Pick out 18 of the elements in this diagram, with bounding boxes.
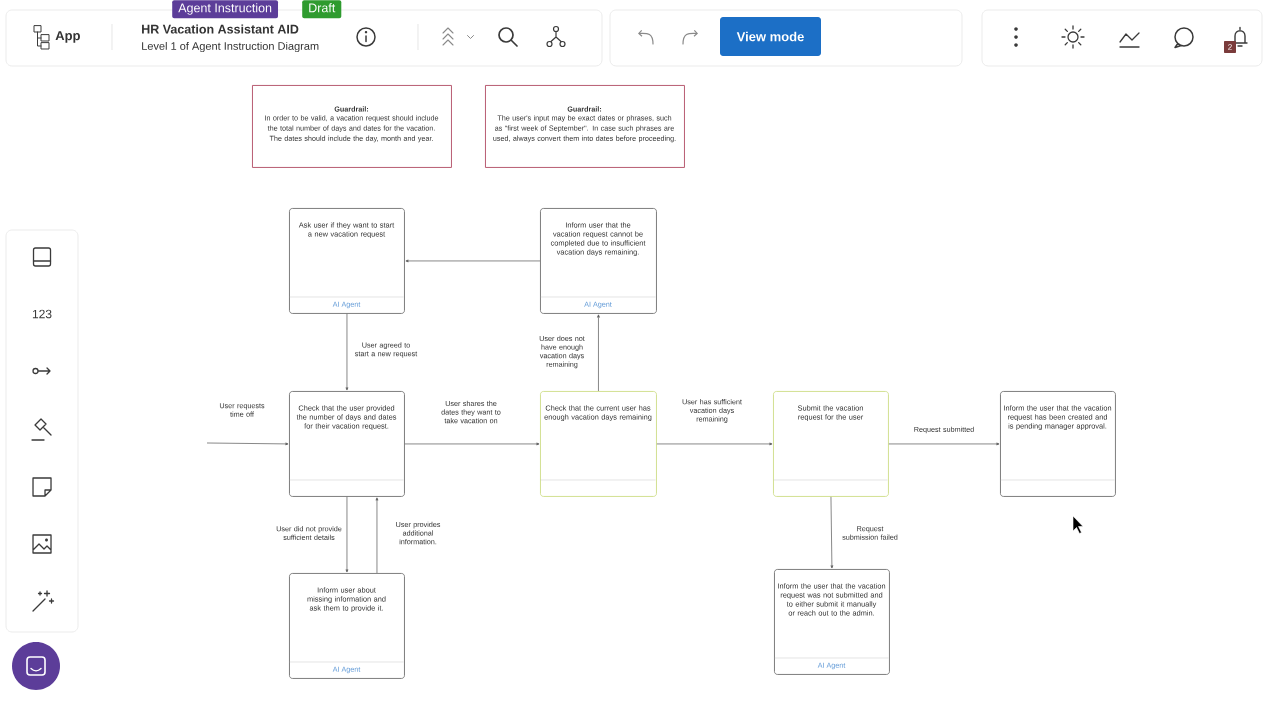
app-label: App [55,31,80,43]
notification-badge: 2 [1224,41,1236,53]
badge: Draft [302,0,342,19]
arrow [375,497,379,574]
arrow [345,313,349,391]
arrow [830,496,834,569]
view-mode-button: View mode [720,17,821,56]
arrow [206,442,289,446]
subtitle: Level 1 of Agent Instruction Diagram [142,41,319,53]
arrow [888,442,1000,446]
badge: Agent Instruction [172,0,278,19]
arrow [597,314,600,392]
arrow [404,442,540,446]
arrow [656,442,773,446]
title: HR Vacation Assistant AID [142,24,299,34]
arrow [405,259,541,263]
numbers-tool: 123 [32,309,52,319]
arrow [345,496,349,573]
